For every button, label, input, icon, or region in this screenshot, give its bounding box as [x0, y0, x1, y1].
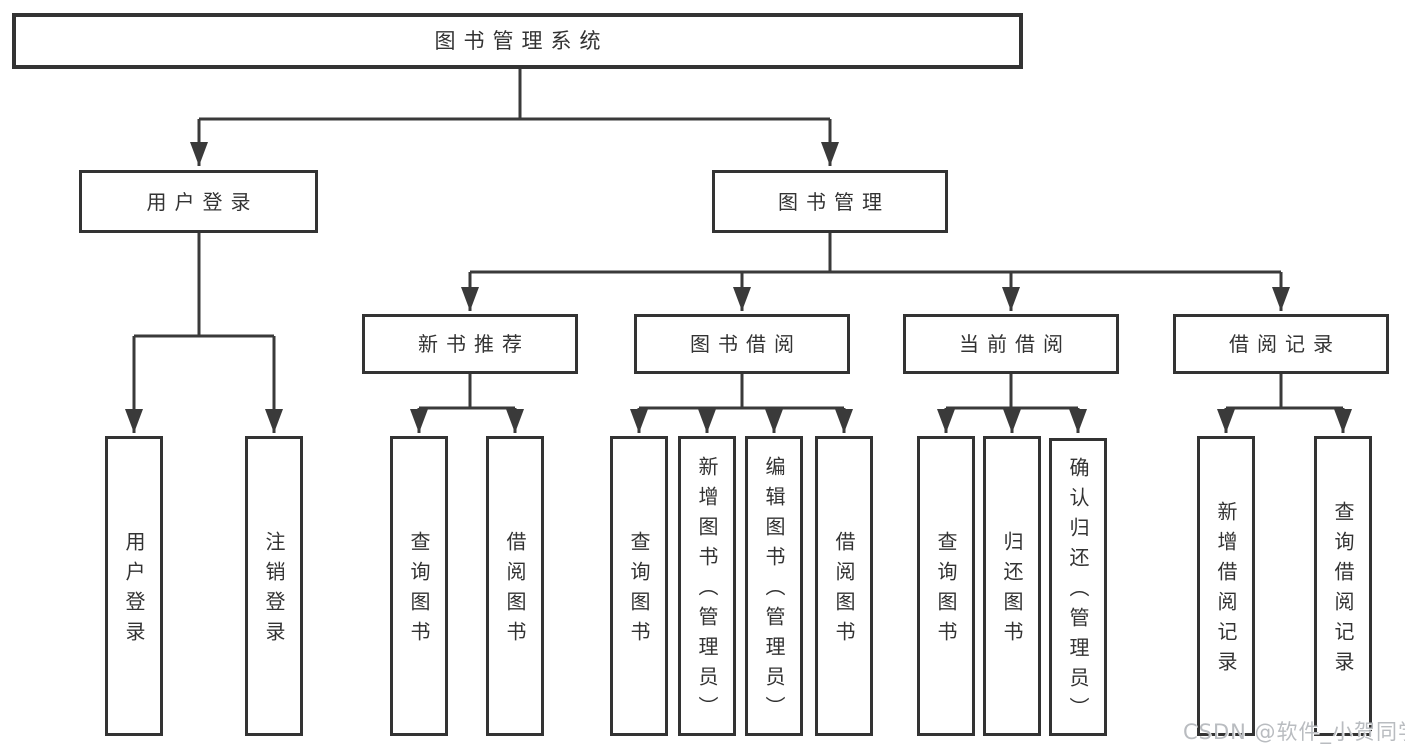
- node-label: 注销登录: [262, 531, 286, 651]
- node-query-borrow-record: 查询借阅记录: [1314, 436, 1372, 736]
- node-label: 查询图书: [627, 531, 651, 651]
- connector-borrowing-records-children: [1217, 374, 1352, 433]
- connector-current-borrowing-children: [937, 374, 1087, 433]
- node-borrow-books-recommend: 借阅图书: [486, 436, 544, 736]
- watermark: CSDN @软件_小贺同学: [1183, 720, 1405, 744]
- node-add-borrow-record: 新增借阅记录: [1197, 436, 1255, 736]
- node-query-books-current: 查询图书: [917, 436, 975, 736]
- connector-book-borrowing-children: [630, 374, 853, 433]
- node-label: 图书借阅: [690, 332, 802, 356]
- node-label: 查询图书: [934, 531, 958, 651]
- node-label: 图书管理系统: [434, 28, 609, 53]
- node-label: 借阅图书: [832, 531, 856, 651]
- node-root: 图书管理系统: [12, 13, 1023, 69]
- node-label: 新增借阅记录: [1214, 501, 1238, 681]
- node-label: 借阅图书: [503, 531, 527, 651]
- node-label: 编辑图书（管理员）: [762, 456, 786, 726]
- node-query-books-recommend: 查询图书: [390, 436, 448, 736]
- node-label: 新书推荐: [418, 332, 530, 356]
- node-logout: 注销登录: [245, 436, 303, 736]
- node-label: 用户登录: [122, 531, 146, 651]
- connector-new-book-children: [410, 374, 524, 433]
- node-return-books: 归还图书: [983, 436, 1041, 736]
- connector-user-login-children: [125, 233, 283, 433]
- node-label: 确认归还（管理员）: [1066, 457, 1090, 727]
- node-user-login-leaf: 用户登录: [105, 436, 163, 736]
- node-current-borrowing: 当前借阅: [903, 314, 1119, 374]
- node-book-borrowing: 图书借阅: [634, 314, 850, 374]
- node-label: 借阅记录: [1229, 332, 1341, 356]
- connector-book-management-sections: [461, 233, 1290, 311]
- node-label: 当前借阅: [959, 332, 1071, 356]
- node-label: 图书管理: [778, 189, 890, 214]
- node-edit-book-admin: 编辑图书（管理员）: [745, 436, 803, 736]
- node-add-book-admin: 新增图书（管理员）: [678, 436, 736, 736]
- node-new-book-recommendation: 新书推荐: [362, 314, 578, 374]
- node-borrow-books-borrowing: 借阅图书: [815, 436, 873, 736]
- node-label: 新增图书（管理员）: [695, 456, 719, 726]
- node-label: 归还图书: [1000, 531, 1024, 651]
- node-user-login: 用户登录: [79, 170, 318, 233]
- node-query-books-borrowing: 查询图书: [610, 436, 668, 736]
- node-book-management: 图书管理: [712, 170, 948, 233]
- node-label: 用户登录: [146, 189, 259, 214]
- node-confirm-return-admin: 确认归还（管理员）: [1049, 438, 1107, 736]
- node-label: 查询借阅记录: [1331, 501, 1355, 681]
- node-borrowing-records: 借阅记录: [1173, 314, 1389, 374]
- connector-root-to-level2: [190, 69, 839, 166]
- node-label: 查询图书: [407, 531, 431, 651]
